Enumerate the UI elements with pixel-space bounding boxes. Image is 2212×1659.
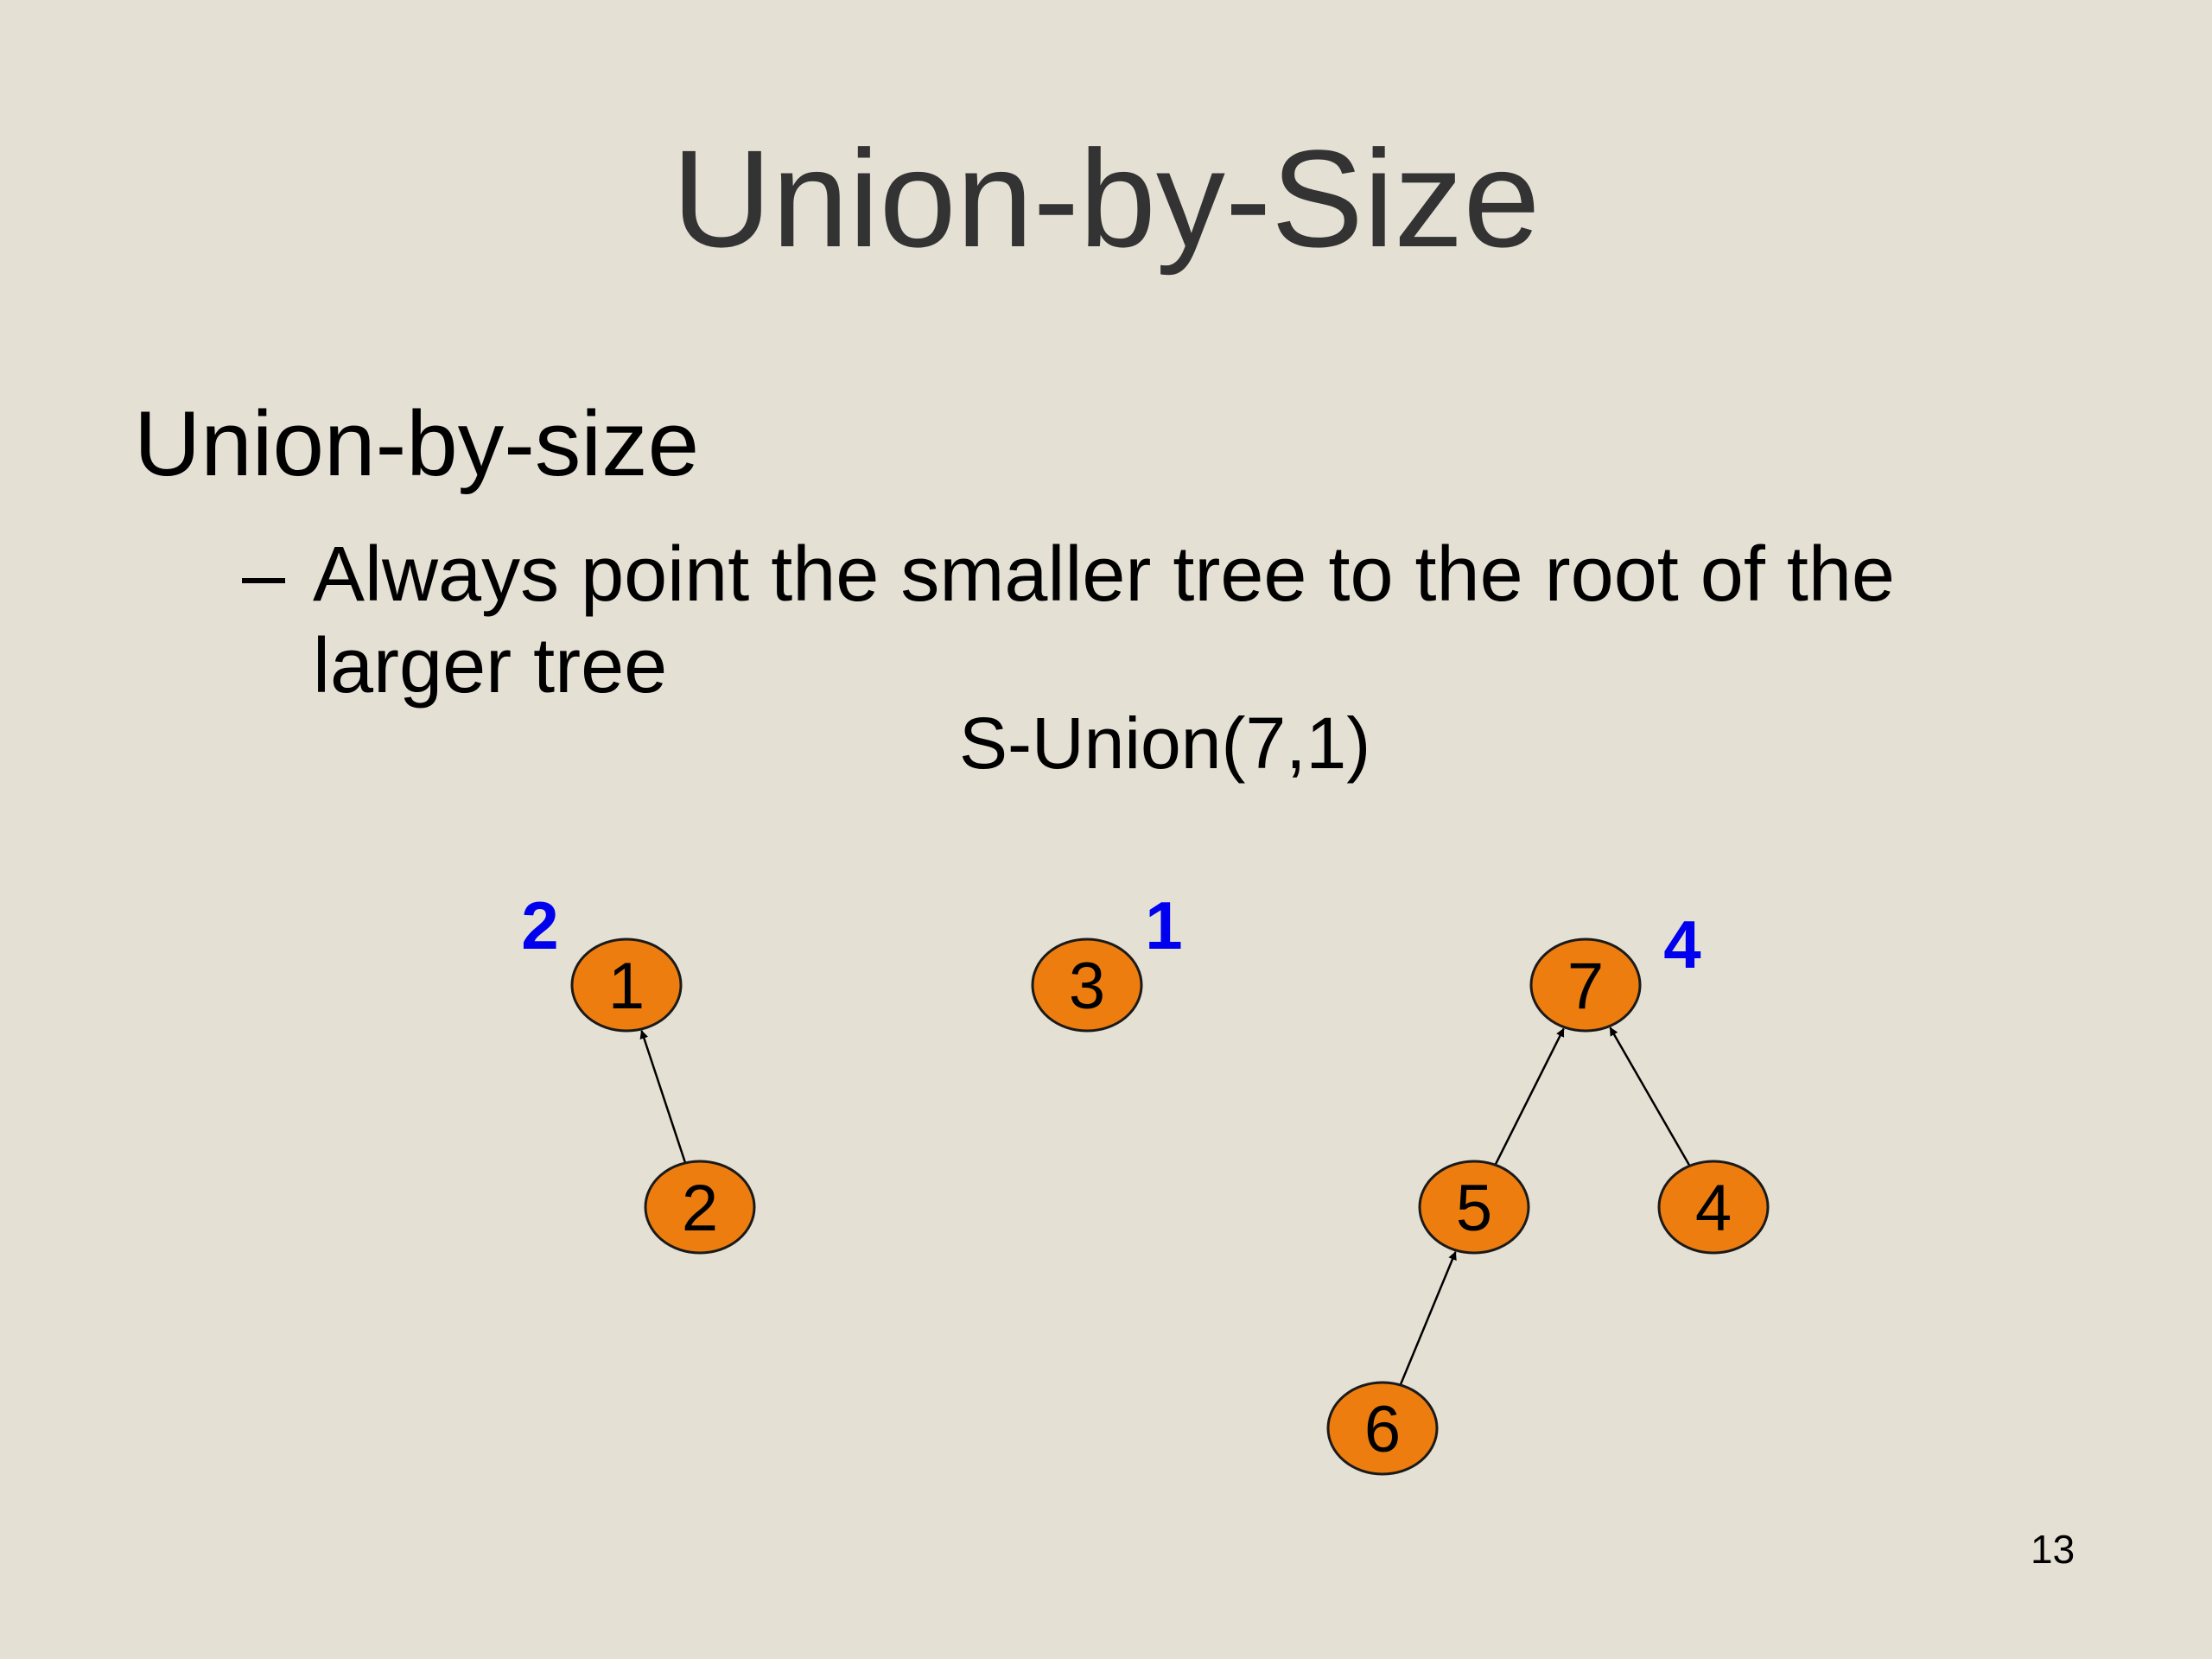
node-label: 6 [1364,1393,1401,1466]
node-circle [570,938,683,1033]
node-circle [1031,938,1143,1033]
tree-size-label: 4 [1663,906,1700,982]
tree-node-4: 4 [1657,1160,1770,1255]
tree-node-1: 1 [570,938,683,1033]
node-circle [1418,1160,1530,1255]
sub-bullet-text: Always point the smaller tree to the roo… [313,531,1895,709]
operation-label: S-Union(7,1) [959,702,1371,784]
edge-n6-to-n5 [1399,1250,1457,1386]
slide-title: Union-by-Size [671,121,1541,276]
page-number: 13 [2031,1527,2075,1572]
tree-node-5: 5 [1418,1160,1530,1255]
tree-size-label: 2 [521,887,558,963]
bullet-union-by-size: Union-by-size [134,391,700,495]
sub-bullet-dash: – [242,531,286,618]
node-circle [1326,1381,1439,1476]
tree-node-7: 7 [1529,938,1642,1033]
tree-node-6: 6 [1326,1381,1439,1476]
node-layer: 1 2 3 7 5 4 6 [570,938,1770,1476]
node-label: 4 [1695,1172,1732,1245]
tree-size-label: 1 [1145,887,1182,963]
node-label: 5 [1456,1172,1492,1245]
node-circle [644,1160,756,1255]
edge-layer [639,1027,1691,1386]
tree-node-3: 3 [1031,938,1143,1033]
node-label: 3 [1069,950,1105,1023]
edge-n4-to-n7 [1609,1027,1691,1166]
edge-n5-to-n7 [1494,1027,1565,1166]
tree-node-2: 2 [644,1160,756,1255]
node-label: 7 [1567,950,1604,1023]
node-circle [1529,938,1642,1033]
node-label: 1 [608,950,645,1023]
node-circle [1657,1160,1770,1255]
edge-n2-to-n1 [639,1030,687,1164]
size-label-layer: 2 1 4 [521,887,1700,982]
node-label: 2 [682,1172,718,1245]
